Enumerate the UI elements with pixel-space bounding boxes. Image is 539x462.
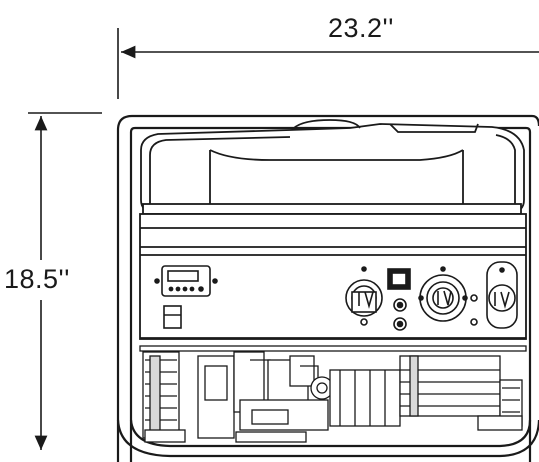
engine-switch [163,305,182,329]
fuel-tank [140,119,525,215]
outlet-right [470,261,518,329]
outlet-center [418,266,468,322]
engine-assembly [139,345,527,443]
height-dimension-line [28,112,102,450]
width-dimension-line [117,28,539,99]
width-dimension-label: 23.2'' [326,13,396,43]
outlet-left [345,266,383,326]
circuit-breaker [387,268,411,331]
hour-meter [154,265,218,297]
height-dimension-label: 18.5'' [2,264,72,294]
